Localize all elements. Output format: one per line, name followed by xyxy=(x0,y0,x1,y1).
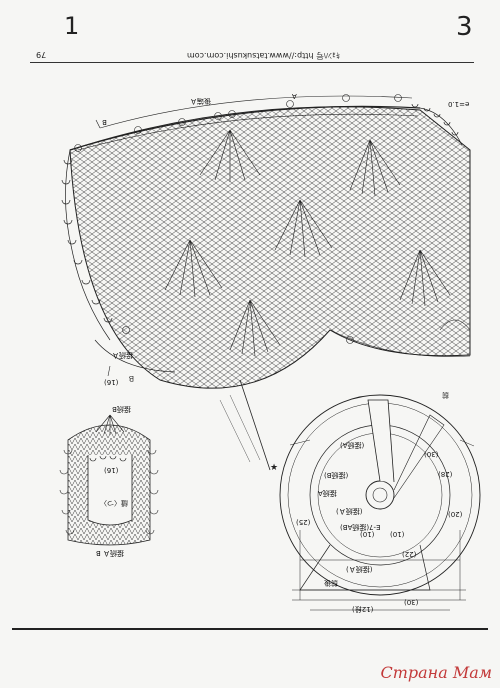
diagram-dim-4: (22) xyxy=(402,550,417,558)
diagram-dim-7: (10) xyxy=(360,530,375,538)
diagram-ring-label-3: 接続A xyxy=(318,489,337,497)
construction-diagram xyxy=(279,394,481,611)
diagram-ring-label-4: (接続Ａ) xyxy=(336,507,363,515)
small-label-mid: (16) xyxy=(104,466,119,474)
small-label-mid2: 縫〈つ〉 xyxy=(100,499,128,507)
label-back: 後端Ａ xyxy=(190,97,211,105)
diagram-label-front: 前 xyxy=(442,391,449,399)
page-number-right: 3 xyxy=(456,12,473,42)
bottom-rule xyxy=(12,628,488,630)
diagram-dim-8: (10) xyxy=(390,530,405,538)
small-label-top: 接続B xyxy=(112,405,131,413)
star-mark: ★ xyxy=(270,463,278,473)
diagram-ring-label-2: (接続B) xyxy=(324,471,349,479)
watermark-logo: Страна Мам xyxy=(380,663,492,682)
header-rule xyxy=(30,62,474,63)
label-b: B xyxy=(102,118,107,126)
diagram-dim-1: (30) xyxy=(424,450,439,458)
label-back-left: 接続Ａ xyxy=(112,351,133,359)
diagram-bottom-text: (12段) xyxy=(352,605,374,613)
page-number-left: 1 xyxy=(64,12,80,40)
diagram-dim-2: (28) xyxy=(438,470,453,478)
label-top-right: e=1.0 xyxy=(448,100,470,108)
small-label-bottom: 接続Ａ B xyxy=(96,549,125,557)
diagram-ring-label-1: (接続A) xyxy=(340,441,365,449)
small-chart xyxy=(59,414,159,546)
diagram-ring-label-5: (接続Ａ) xyxy=(346,565,373,573)
label-side: Ｂ xyxy=(128,374,135,382)
diagram-dim-5: (25) xyxy=(296,518,311,526)
main-chart xyxy=(61,94,471,471)
diagram-ring-label-6: 前後 xyxy=(324,579,338,587)
label-bottom: (16) xyxy=(104,378,119,386)
label-a: A xyxy=(292,92,297,100)
diagram-dim-3: (20) xyxy=(448,510,463,518)
diagram-dim-6: (30) xyxy=(404,598,419,606)
